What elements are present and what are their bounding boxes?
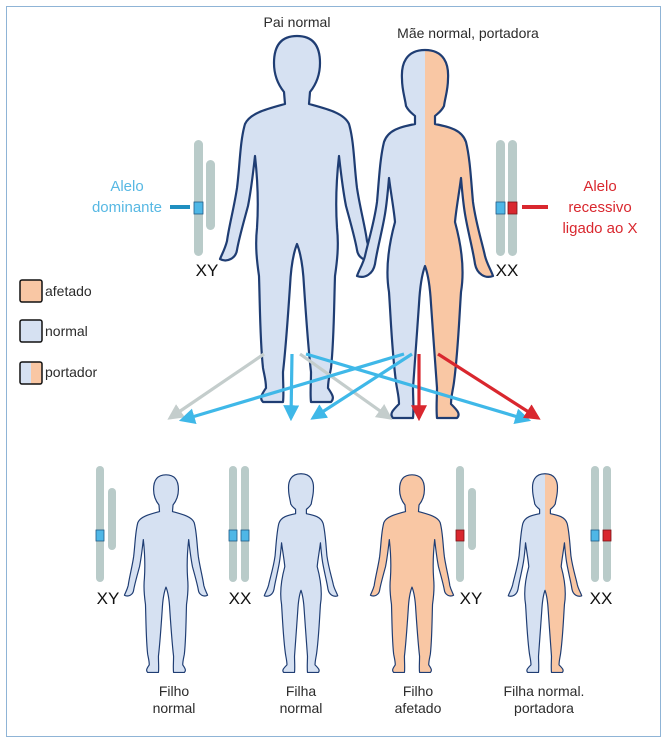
legend-affected: afetado (19, 279, 92, 303)
child1-label-1: Filho (159, 683, 190, 699)
child-daughter-carrier (507, 473, 583, 674)
child4-label-2: portadora (514, 700, 574, 716)
arrow-father-to-son1 (167, 352, 265, 420)
arrow-mother-to-daughter2 (437, 352, 541, 420)
diagram-frame (6, 6, 661, 737)
dominant-allele-label-2: dominante (92, 199, 162, 216)
legend-carrier-swatch (19, 361, 43, 385)
child1-karyotype: XY (97, 589, 120, 608)
dominant-allele-label-1: Alelo (110, 178, 143, 195)
child2-label-2: normal (280, 700, 323, 716)
legend-carrier-label: portador (45, 364, 97, 380)
mother-label: Mãe normal, portadora (397, 25, 539, 41)
child-son-affected (369, 474, 455, 674)
legend-carrier: portador (19, 361, 97, 385)
legend-normal-label: normal (45, 323, 88, 339)
mother-karyotype: XX (496, 261, 519, 280)
father-figure (218, 34, 376, 404)
father-label: Pai normal (264, 14, 331, 30)
child2-chromosomes (228, 466, 250, 582)
child3-label-1: Filho (403, 683, 434, 699)
mother-chromosomes (495, 140, 518, 256)
child2-label-1: Filha (286, 683, 317, 699)
child3-chromosomes (455, 466, 476, 582)
father-chromosomes (193, 140, 215, 256)
legend-affected-swatch (19, 279, 43, 303)
father-karyotype: XY (196, 261, 219, 280)
child3-label-2: afetado (395, 700, 442, 716)
legend: afetado normal portador (19, 279, 97, 385)
legend-normal-swatch (19, 319, 43, 343)
recessive-allele-label-2: recessivo (568, 199, 631, 216)
inheritance-arrows (167, 352, 541, 425)
legend-normal: normal (19, 319, 88, 343)
dominant-allele-marker (193, 201, 204, 215)
recessive-allele-label-1: Alelo (583, 178, 616, 195)
recessive-allele-marker (507, 201, 518, 215)
arrow-mother-to-son1 (178, 352, 405, 425)
child1-label-2: normal (153, 700, 196, 716)
arrow-mother-to-daughter1 (310, 352, 413, 420)
recessive-allele-label-3: ligado ao X (562, 220, 637, 237)
child4-chromosomes (590, 466, 612, 582)
arrow-father-to-son2 (299, 352, 393, 420)
child-son-normal (123, 474, 209, 674)
legend-affected-label: afetado (45, 283, 92, 299)
arrow-father-to-daughter2 (305, 352, 532, 425)
child3-karyotype: XY (460, 589, 483, 608)
child4-karyotype: XX (590, 589, 613, 608)
child1-chromosomes (95, 466, 116, 582)
child-daughter-normal (263, 473, 339, 674)
child4-label-1: Filha normal. (504, 683, 585, 699)
child2-karyotype: XX (229, 589, 252, 608)
